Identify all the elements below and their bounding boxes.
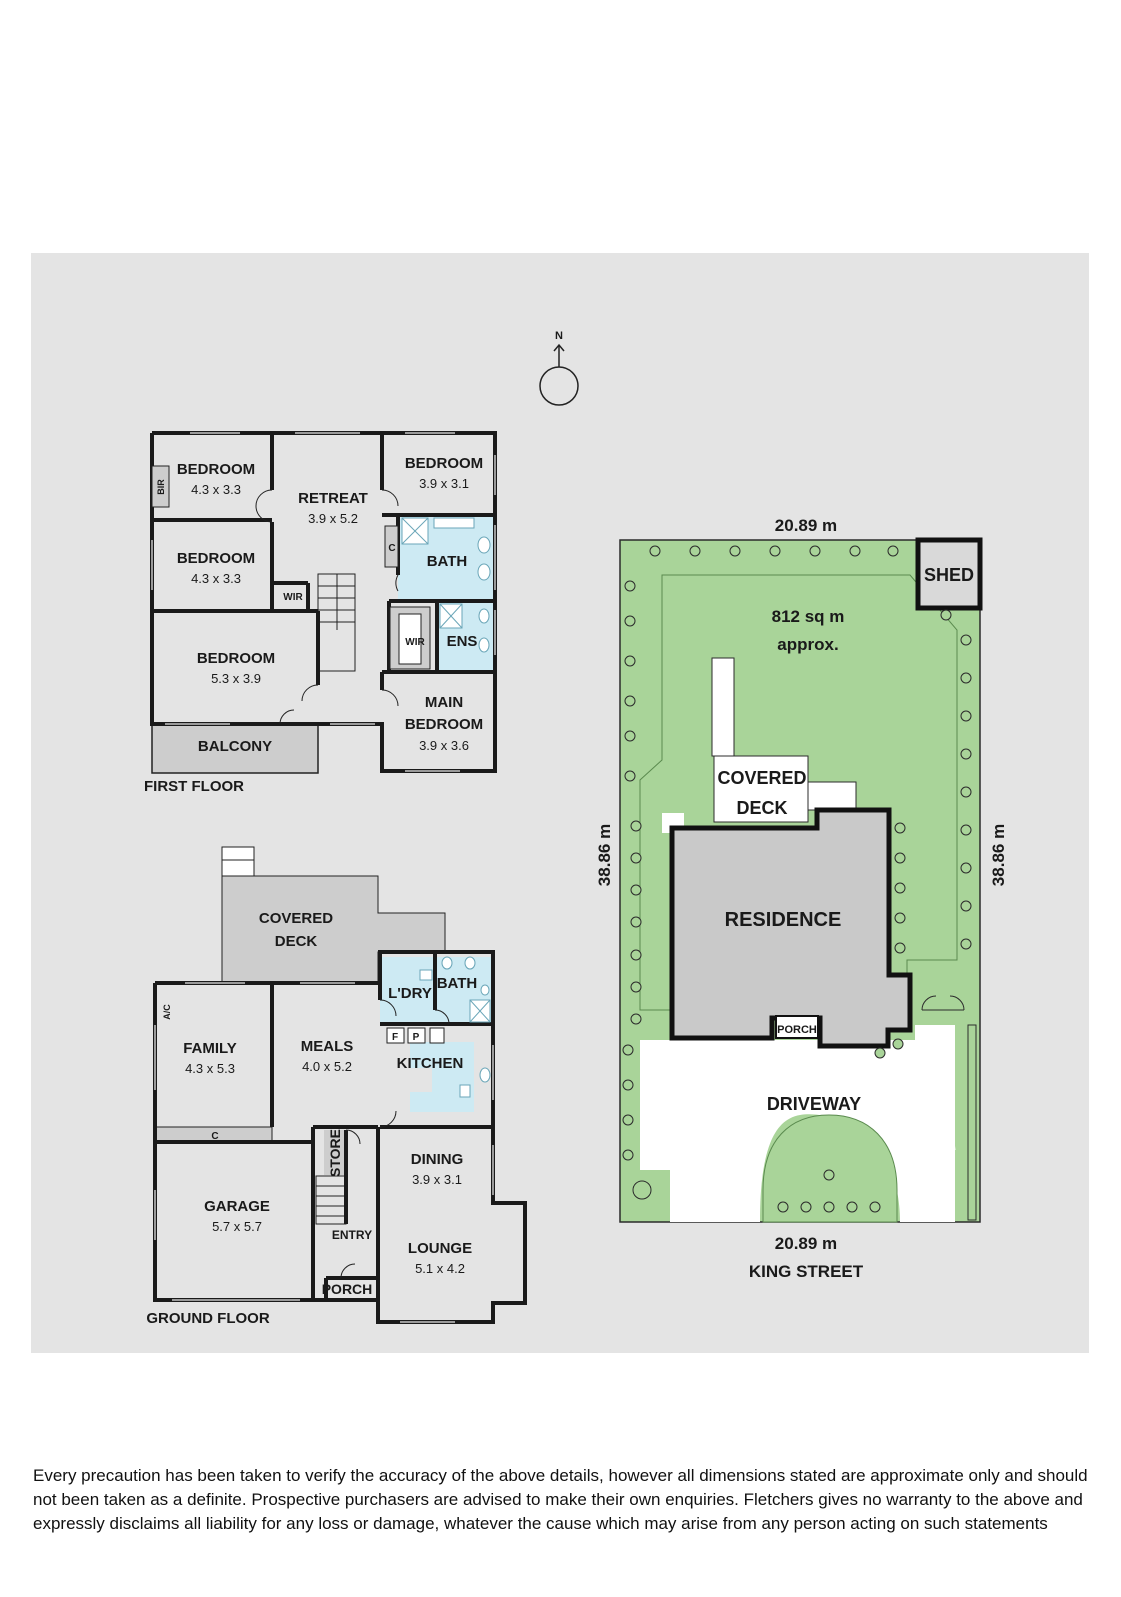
ff-stairs: [317, 573, 356, 672]
gf-covered-deck-name: COVERED: [259, 910, 333, 927]
ff-floor-label: FIRST FLOOR: [144, 778, 244, 795]
site-street-label: KING STREET: [749, 1262, 864, 1281]
gf-outer-wall: [153, 950, 527, 1324]
site-covered-deck-line2: DECK: [736, 798, 787, 818]
ff-balcony-label: BALCONY: [198, 738, 272, 755]
compass-icon: N: [539, 330, 579, 406]
site-path: [711, 657, 735, 757]
driveway-area: [640, 1025, 955, 1222]
gf-garage-name: GARAGE: [204, 1198, 270, 1215]
ff-bedroom-nw-name: BEDROOM: [177, 461, 255, 478]
ff-bir-closet: [151, 465, 170, 508]
site-shrubs: [622, 545, 972, 1213]
gf-family-size: 4.3 x 5.3: [185, 1061, 235, 1076]
ff-windows: [151, 432, 496, 772]
gf-entry-label: ENTRY: [332, 1228, 372, 1242]
gf-windows: [154, 982, 494, 1323]
gf-store-label: STORE: [327, 1129, 343, 1177]
ff-bedroom-ne-name: BEDROOM: [405, 455, 483, 472]
site-porch-label: PORCH: [777, 1024, 817, 1036]
gf-kitchen-label: KITCHEN: [397, 1055, 464, 1072]
gf-dining-size: 3.9 x 3.1: [412, 1172, 462, 1187]
gf-meals-name: MEALS: [301, 1038, 354, 1055]
gf-meals-size: 4.0 x 5.2: [302, 1059, 352, 1074]
ff-main-bedroom-name2: BEDROOM: [405, 716, 483, 733]
gf-stairs: [315, 1175, 347, 1225]
site-covered-deck: [713, 755, 809, 823]
site-shed: [915, 537, 983, 611]
ff-main-bedroom-size: 3.9 x 3.6: [419, 738, 469, 753]
gf-ac-label: A/C: [162, 1004, 172, 1020]
gf-dining-name: DINING: [411, 1151, 464, 1168]
gf-bath-label: BATH: [437, 975, 478, 992]
site-width-bottom: 20.89 m: [775, 1234, 837, 1253]
ff-retreat-size: 3.9 x 5.2: [308, 511, 358, 526]
gf-family-name: FAMILY: [183, 1040, 237, 1057]
gf-floor-label: GROUND FLOOR: [146, 1310, 269, 1327]
site-depth-right: 38.86 m: [989, 824, 1008, 886]
ground-floor-plan: COVERED DECK A/C FAMILY 4.3 x 5.3 MEALS …: [146, 846, 527, 1327]
driveway-garden-bed: [762, 1114, 898, 1223]
ff-retreat-name: RETREAT: [298, 490, 368, 507]
gf-laundry-area: [380, 957, 435, 1024]
gf-p-label: P: [413, 1032, 420, 1043]
gf-laundry-label: L'DRY: [388, 985, 432, 1002]
site-covered-deck-line1: COVERED: [717, 768, 806, 788]
gf-porch-label: PORCH: [322, 1281, 373, 1297]
gf-lounge-name: LOUNGE: [408, 1240, 472, 1257]
ff-wir-small-label: WIR: [283, 592, 303, 603]
ff-bedroom-w-size: 4.3 x 3.3: [191, 571, 241, 586]
site-shed-label: SHED: [924, 565, 974, 585]
site-area: 812 sq m: [772, 607, 845, 626]
ff-bedroom-ne-size: 3.9 x 3.1: [419, 476, 469, 491]
site-residence-label: RESIDENCE: [725, 909, 842, 931]
compass-north-label: N: [555, 330, 563, 342]
gf-f-label: F: [392, 1032, 398, 1043]
site-plan: 20.89 m SHED 812 sq m approx. COVERED DE…: [595, 516, 1008, 1281]
ff-c-label: C: [388, 543, 395, 554]
ff-bedroom-sw-name: BEDROOM: [197, 650, 275, 667]
ff-bedroom-nw-size: 4.3 x 3.3: [191, 482, 241, 497]
site-gate: [921, 995, 965, 1011]
site-depth-left: 38.86 m: [595, 824, 614, 886]
site-width-top: 20.89 m: [775, 516, 837, 535]
ff-ens-label: ENS: [447, 633, 478, 650]
gf-covered-deck-name2: DECK: [275, 933, 318, 950]
gf-c-label: C: [211, 1131, 218, 1142]
site-driveway-label: DRIVEWAY: [767, 1094, 861, 1114]
ff-bath-label: BATH: [427, 553, 468, 570]
gf-deck-steps: [221, 846, 255, 877]
first-floor-plan: BEDROOM 4.3 x 3.3 BIR RETREAT 3.9 x 5.2 …: [144, 431, 497, 795]
gf-store-area: [324, 1130, 346, 1175]
residence-footprint: [669, 807, 913, 1049]
ff-c-closet: [384, 525, 399, 568]
ff-main-bedroom-name: MAIN: [425, 694, 463, 711]
gf-kitchen-area: [410, 1042, 474, 1112]
ff-bir-label: BIR: [156, 479, 166, 495]
gf-garage-size: 5.7 x 5.7: [212, 1219, 262, 1234]
ff-wir-main-label: WIR: [405, 637, 425, 648]
residence-porch: [775, 1015, 819, 1039]
disclaimer-text: Every precaution has been taken to verif…: [33, 1466, 1088, 1533]
gf-lounge-size: 5.1 x 4.2: [415, 1261, 465, 1276]
ff-bedroom-sw-size: 5.3 x 3.9: [211, 671, 261, 686]
site-area-qualifier: approx.: [777, 635, 838, 654]
ff-bedroom-w-name: BEDROOM: [177, 550, 255, 567]
